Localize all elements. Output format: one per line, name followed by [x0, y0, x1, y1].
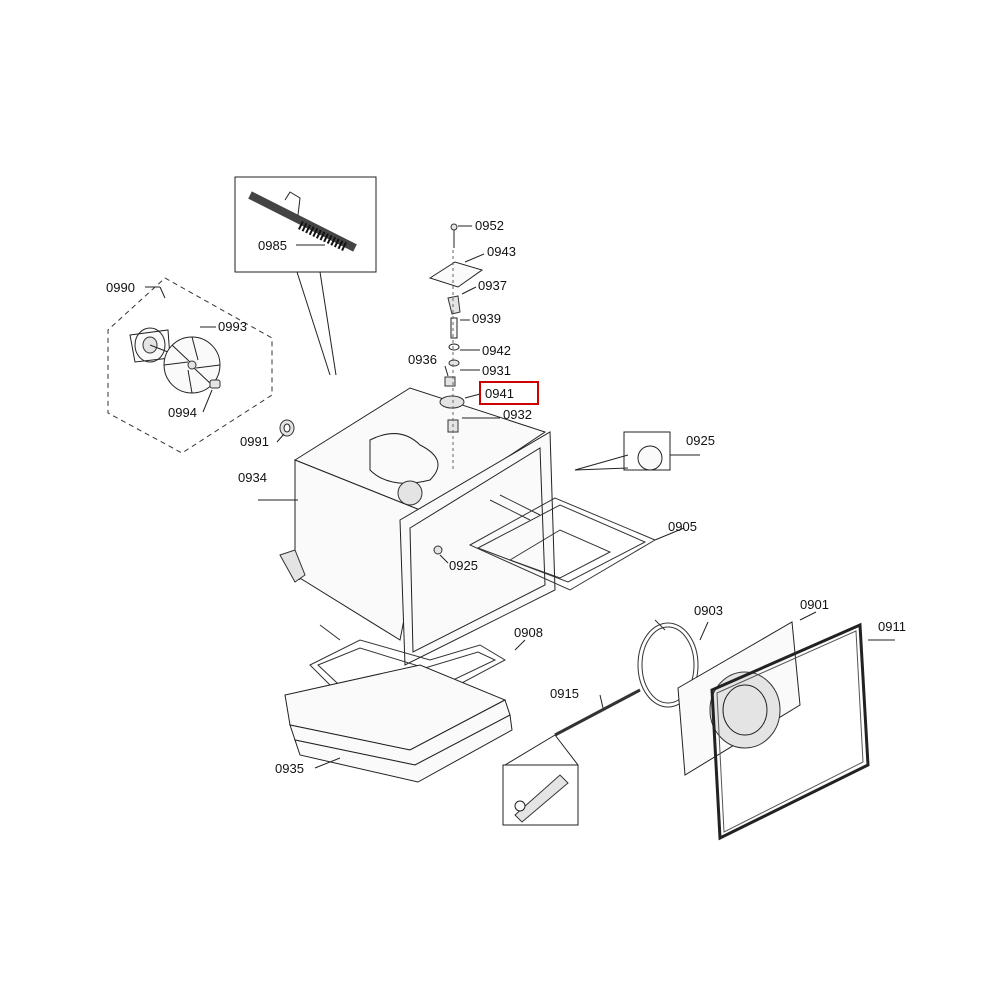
label-0925-right: 0925 — [686, 433, 715, 448]
grommet-0991: 0991 — [240, 419, 295, 449]
label-0908: 0908 — [514, 625, 543, 640]
leader-0908 — [514, 639, 526, 651]
label-0942: 0942 — [482, 343, 511, 358]
back-panel-0901: 0901 — [677, 597, 829, 776]
label-0925-left: 0925 — [449, 558, 478, 573]
label-0901: 0901 — [800, 597, 829, 612]
inset-0985: 0985 — [234, 176, 377, 376]
rod-clip — [284, 191, 301, 216]
inset-pointer-right — [319, 271, 337, 376]
bracket-0937 — [447, 295, 461, 315]
label-0994: 0994 — [168, 405, 197, 420]
door-seal-0911: 0911 — [710, 619, 906, 841]
label-0905: 0905 — [668, 519, 697, 534]
label-0935: 0935 — [275, 761, 304, 776]
leader-0935 — [314, 757, 341, 769]
leader-0905 — [654, 527, 685, 541]
highlight-box-0941 — [479, 381, 539, 405]
nut-0936 — [444, 376, 456, 387]
ring-0942 — [448, 343, 460, 351]
leader-0943 — [464, 253, 485, 263]
inset-frame — [234, 176, 377, 273]
label-0932: 0932 — [503, 407, 532, 422]
lamp-0925: 0925 — [574, 431, 715, 471]
leader-0901 — [799, 611, 817, 621]
plate-0943 — [428, 261, 484, 288]
ring-heater-0903: 0903 — [637, 603, 723, 708]
gasket-0941 — [439, 395, 465, 409]
cavity-vent — [397, 480, 423, 506]
gasket-strip-0915: 0915 — [502, 686, 641, 826]
label-0985: 0985 — [258, 238, 287, 253]
label-0990: 0990 — [106, 280, 135, 295]
washer-0931 — [448, 359, 460, 367]
label-0991: 0991 — [240, 434, 269, 449]
fan-motor — [129, 327, 171, 363]
label-0931: 0931 — [482, 363, 511, 378]
label-0939: 0939 — [472, 311, 501, 326]
leader-0936 — [444, 365, 449, 377]
label-0937: 0937 — [478, 278, 507, 293]
screw-0952 — [450, 223, 458, 248]
insulation-0935: 0935 — [275, 664, 513, 783]
label-0941: 0941 — [485, 386, 514, 401]
leader-0991 — [276, 433, 285, 443]
leader-0937 — [461, 286, 477, 295]
label-0934: 0934 — [238, 470, 267, 485]
rod-coil — [298, 220, 347, 252]
fan-group-0990: 0990 0993 0994 — [106, 277, 273, 454]
fan-group-boundary — [107, 277, 273, 454]
fan-nut — [209, 379, 221, 389]
heating-element-0905: 0905 — [468, 494, 697, 591]
leader-0903 — [699, 621, 709, 641]
leader-0915 — [599, 694, 604, 709]
rod-0939 — [450, 317, 458, 339]
leader-0925-left — [439, 554, 449, 564]
label-0943: 0943 — [487, 244, 516, 259]
cavity-left-side — [294, 459, 426, 641]
leader-0941 — [464, 393, 481, 399]
label-0993: 0993 — [218, 319, 247, 334]
label-0911: 0911 — [878, 619, 906, 634]
fan-blade — [163, 336, 221, 394]
lamp-0925-cavity: 0925 — [433, 545, 478, 573]
leader-0994 — [202, 389, 213, 413]
label-0915: 0915 — [550, 686, 579, 701]
label-0936: 0936 — [408, 352, 437, 367]
gasket-inset — [502, 764, 579, 826]
label-0952: 0952 — [475, 218, 504, 233]
label-0903: 0903 — [694, 603, 723, 618]
sensor-stack: 0952 0943 0937 0939 0942 0931 0936 0941 — [408, 218, 539, 470]
inset-pointer-left — [296, 271, 331, 376]
